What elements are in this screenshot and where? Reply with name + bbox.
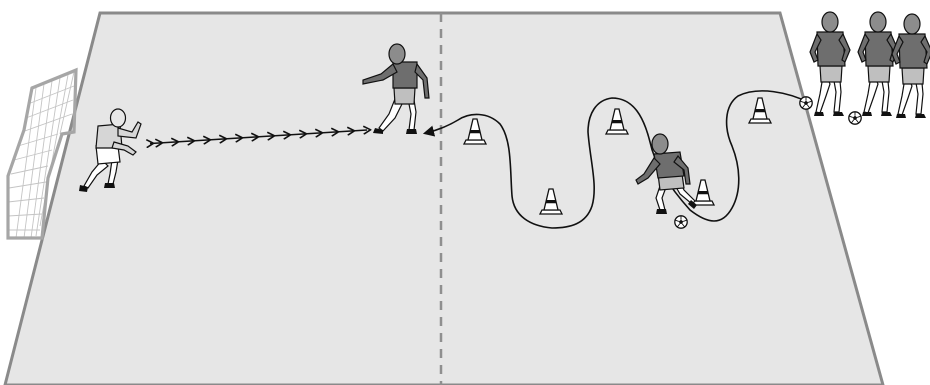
shooting-player bbox=[362, 43, 430, 134]
waiting-player-3 bbox=[891, 13, 930, 119]
dribble-route bbox=[422, 90, 811, 229]
waiting-player-2 bbox=[857, 11, 899, 117]
ball-queue-1 bbox=[799, 96, 813, 110]
shot-arrow bbox=[150, 130, 367, 144]
goal-net bbox=[6, 67, 78, 240]
ball-dribbler bbox=[674, 215, 688, 229]
ball-queue-2 bbox=[848, 111, 862, 125]
pitch bbox=[3, 11, 885, 385]
goalkeeper bbox=[79, 108, 142, 192]
dribbling-player bbox=[635, 133, 697, 214]
waiting-player-1 bbox=[809, 11, 851, 117]
